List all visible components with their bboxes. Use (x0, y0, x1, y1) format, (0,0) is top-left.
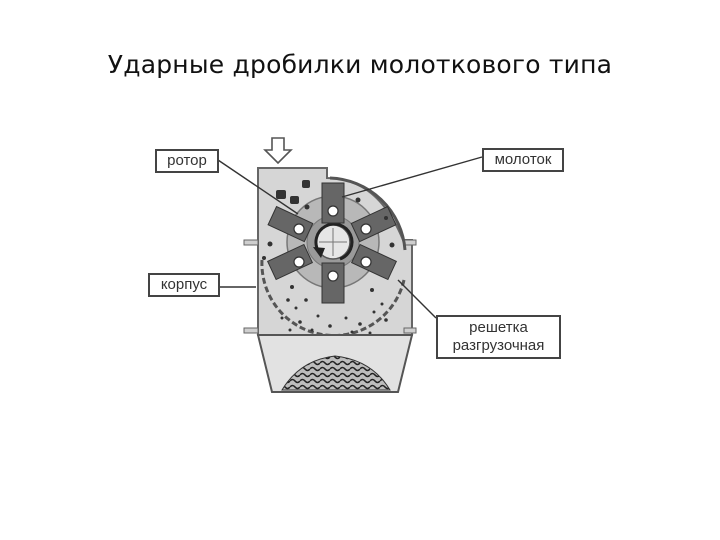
hammer-left-lower (266, 243, 314, 281)
label-hammer: молоток (482, 148, 564, 172)
label-grate-line1: решетка (469, 319, 528, 336)
leader-grate (397, 279, 437, 319)
label-grate: решетка разгрузочная (436, 315, 561, 359)
feed-material (262, 180, 395, 292)
label-housing: корпус (148, 273, 220, 297)
crushed-particles (280, 298, 388, 335)
label-grate-line2: разгрузочная (452, 337, 545, 354)
discharge-hopper (256, 334, 414, 393)
label-rotor: ротор (155, 149, 219, 173)
hammer-pins (293, 205, 372, 282)
leader-rotor (217, 159, 299, 215)
hammer-bottom (321, 262, 345, 304)
leader-hammer (341, 156, 483, 198)
discharge-grate (260, 176, 407, 338)
slide-title: Ударные дробилки молоткового типа (107, 50, 613, 79)
leader-lines (217, 156, 483, 319)
hammer-right-lower (350, 243, 398, 281)
feed-arrow (263, 137, 293, 165)
hammer-top (321, 182, 345, 224)
